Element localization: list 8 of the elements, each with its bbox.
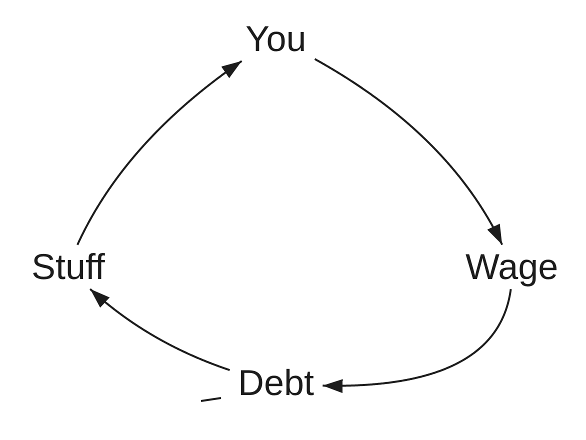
arrow: [76, 60, 242, 246]
node-label: Wage: [458, 245, 566, 289]
node-label: You: [238, 17, 314, 61]
node-label: Debt: [230, 361, 322, 405]
arrow: [314, 58, 504, 246]
arrow: [90, 288, 230, 372]
arrow: [322, 288, 512, 394]
node-label: Stuff: [24, 245, 113, 289]
